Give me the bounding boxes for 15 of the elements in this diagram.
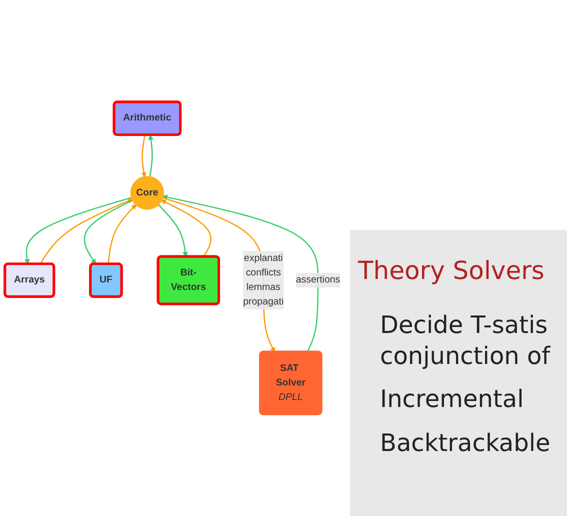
arrow (160, 200, 212, 258)
arrow (158, 204, 188, 258)
arrow (141, 134, 146, 178)
arrow (108, 204, 137, 264)
arrow (24, 196, 132, 264)
bullet-text: Incremental (380, 384, 524, 416)
panel-heading: Theory Solvers (358, 256, 544, 285)
bullet-text: Decide T-satis (380, 310, 548, 341)
arrow (84, 199, 134, 264)
bullet-text: conjunction of (380, 341, 550, 372)
node-circle (130, 176, 164, 210)
diagram: assertions explanati conflicts lemmas propagati Arithmetic Arrays UF Core Bit-Vectors SAT Solver DPLL (0, 97, 345, 419)
arrow (148, 134, 154, 178)
arrow (40, 198, 134, 265)
bullet-text: Backtrackable (380, 428, 550, 459)
